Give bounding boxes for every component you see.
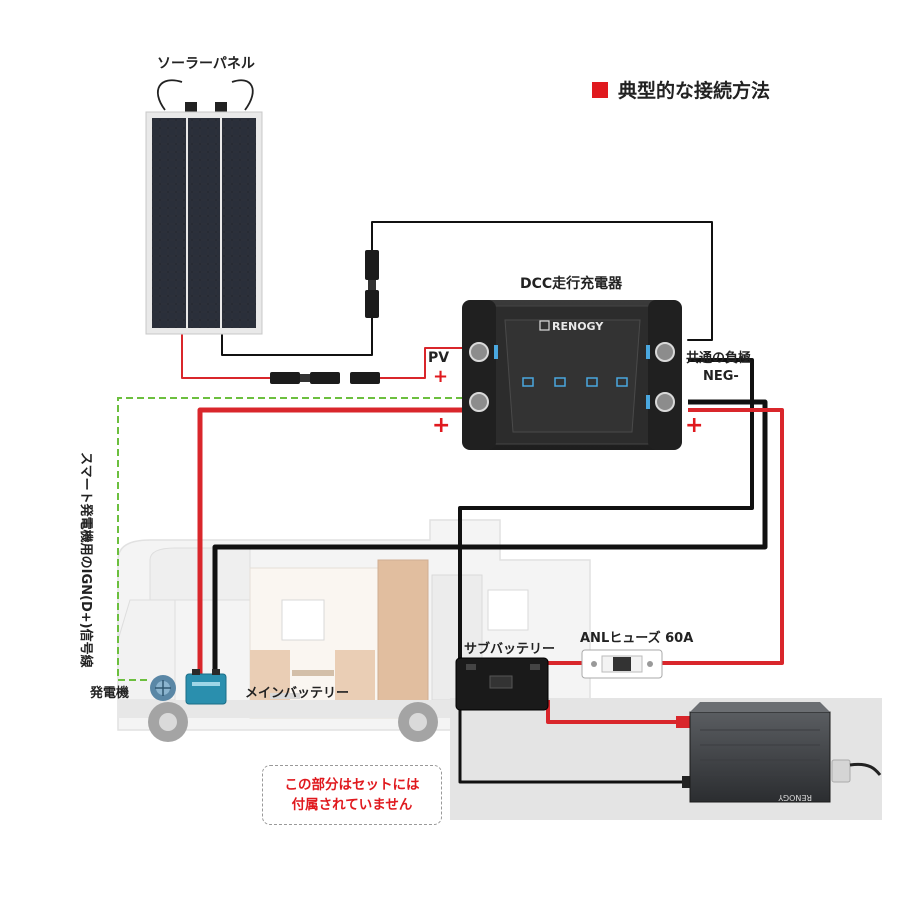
neg-label: NEG- bbox=[703, 369, 739, 384]
charger-brand-text: RENOGY bbox=[552, 320, 604, 333]
not-included-note: この部分はセットには 付属されていません bbox=[262, 765, 442, 825]
alternator-icon bbox=[150, 675, 176, 701]
mc4-connector-icon bbox=[270, 250, 380, 384]
inverter-brand-text: RENOGY bbox=[778, 793, 812, 802]
main-battery-label: メインバッテリー bbox=[245, 686, 349, 701]
main-battery-icon bbox=[185, 669, 227, 705]
dcc-charger-icon: RENOGY bbox=[462, 300, 682, 450]
main-battery-positive-wire bbox=[197, 407, 485, 682]
sub-battery-positive-wire bbox=[662, 408, 784, 665]
heading-text: 典型的な接続方法 bbox=[618, 79, 770, 102]
heading-marker bbox=[592, 82, 608, 98]
common-negative-label: 共通の負極 bbox=[686, 350, 751, 366]
dcc-charger-label: DCC走行充電器 bbox=[520, 275, 623, 292]
terminal-neg-2 bbox=[655, 392, 675, 412]
inverter-negative-wire bbox=[458, 700, 688, 784]
camper-van-icon bbox=[117, 519, 591, 742]
left-plus-label: + bbox=[432, 413, 450, 438]
right-plus-label: + bbox=[685, 413, 703, 438]
ign-signal-wire bbox=[117, 397, 485, 681]
main-battery-negative-wire bbox=[212, 399, 768, 682]
fuse-label: ANLヒューズ 60A bbox=[580, 630, 693, 646]
not-included-note-line2: 付属されていません bbox=[291, 797, 413, 813]
terminal-neg-1 bbox=[655, 342, 675, 362]
terminal-battery-positive bbox=[469, 392, 489, 412]
sub-battery-label: サブバッテリー bbox=[464, 641, 555, 657]
pv-label: PV bbox=[428, 350, 449, 366]
sub-battery-icon bbox=[455, 657, 549, 711]
terminal-pv-positive bbox=[469, 342, 489, 362]
solar-panel-label: ソーラーパネル bbox=[157, 56, 255, 72]
ign-signal-label: スマート発電機用のIGN(D+)信号線 bbox=[78, 452, 94, 669]
inverter-icon: RENOGY bbox=[676, 702, 882, 803]
sub-battery-negative-wire bbox=[458, 358, 754, 672]
solar-panel-icon bbox=[145, 79, 263, 335]
alternator-label: 発電機 bbox=[89, 685, 129, 701]
fuse-icon bbox=[581, 649, 663, 679]
not-included-note-line1: この部分はセットには bbox=[284, 777, 420, 793]
pv-plus-label: + bbox=[433, 366, 448, 387]
heading-group: 典型的な接続方法 bbox=[592, 79, 770, 102]
